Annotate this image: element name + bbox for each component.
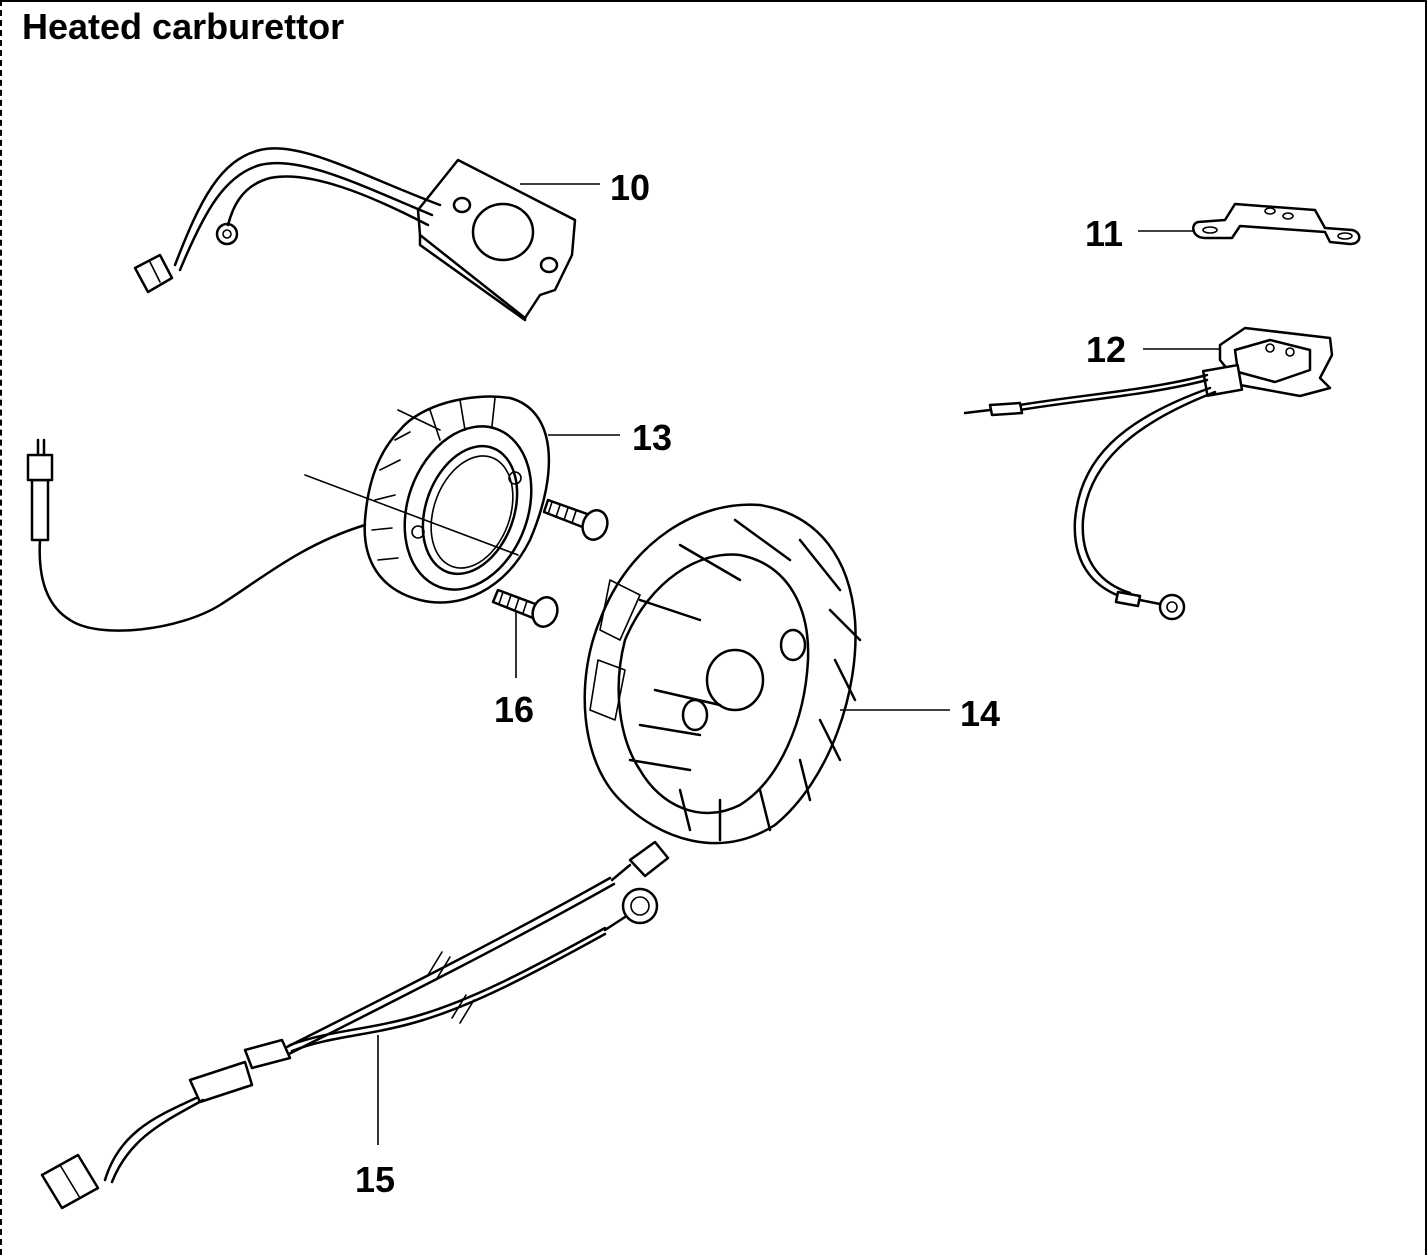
callout-13: 13 (632, 417, 672, 458)
page-title: Heated carburettor (22, 6, 345, 47)
callout-10: 10 (610, 167, 650, 208)
part-12-switch[interactable] (963, 326, 1334, 621)
part-11-bracket[interactable] (1192, 202, 1361, 246)
part-10-heater-plate[interactable] (133, 147, 577, 322)
callout-16: 16 (494, 689, 534, 730)
part-13-generator[interactable] (26, 395, 553, 632)
callout-12: 12 (1086, 329, 1126, 370)
part-15-harness[interactable] (40, 840, 670, 1210)
callout-14: 14 (960, 693, 1000, 734)
callout-15: 15 (355, 1159, 395, 1200)
part-16-screws[interactable] (491, 498, 611, 630)
callout-11: 11 (1085, 213, 1123, 254)
part-14-flywheel[interactable] (583, 503, 862, 845)
